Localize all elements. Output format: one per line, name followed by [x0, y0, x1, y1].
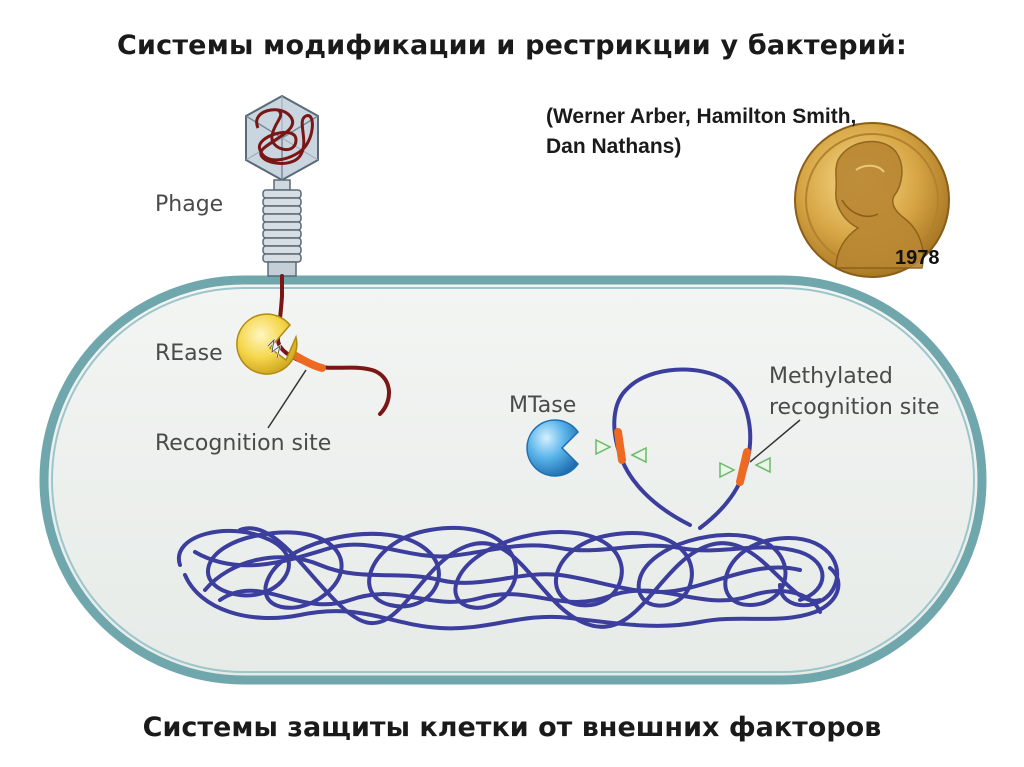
methylated-site-left: [618, 432, 622, 460]
methylated-label-line2: recognition site: [769, 395, 940, 420]
phage-icon: [246, 96, 318, 276]
recognition-site-label: Recognition site: [155, 431, 331, 456]
slide-caption: Системы защиты клетки от внешних факторо…: [0, 712, 1024, 743]
laureates-line2: Dan Nathans): [546, 132, 856, 162]
methylated-label-line1: Methylated: [769, 364, 893, 389]
rease-label: REase: [155, 341, 223, 366]
phage-label: Phage: [155, 192, 223, 217]
laureates-line1: (Werner Arber, Hamilton Smith,: [546, 102, 856, 132]
laureates-credit: (Werner Arber, Hamilton Smith, Dan Natha…: [546, 102, 856, 162]
mtase-label: MTase: [509, 393, 576, 418]
medal-year: 1978: [895, 247, 940, 270]
